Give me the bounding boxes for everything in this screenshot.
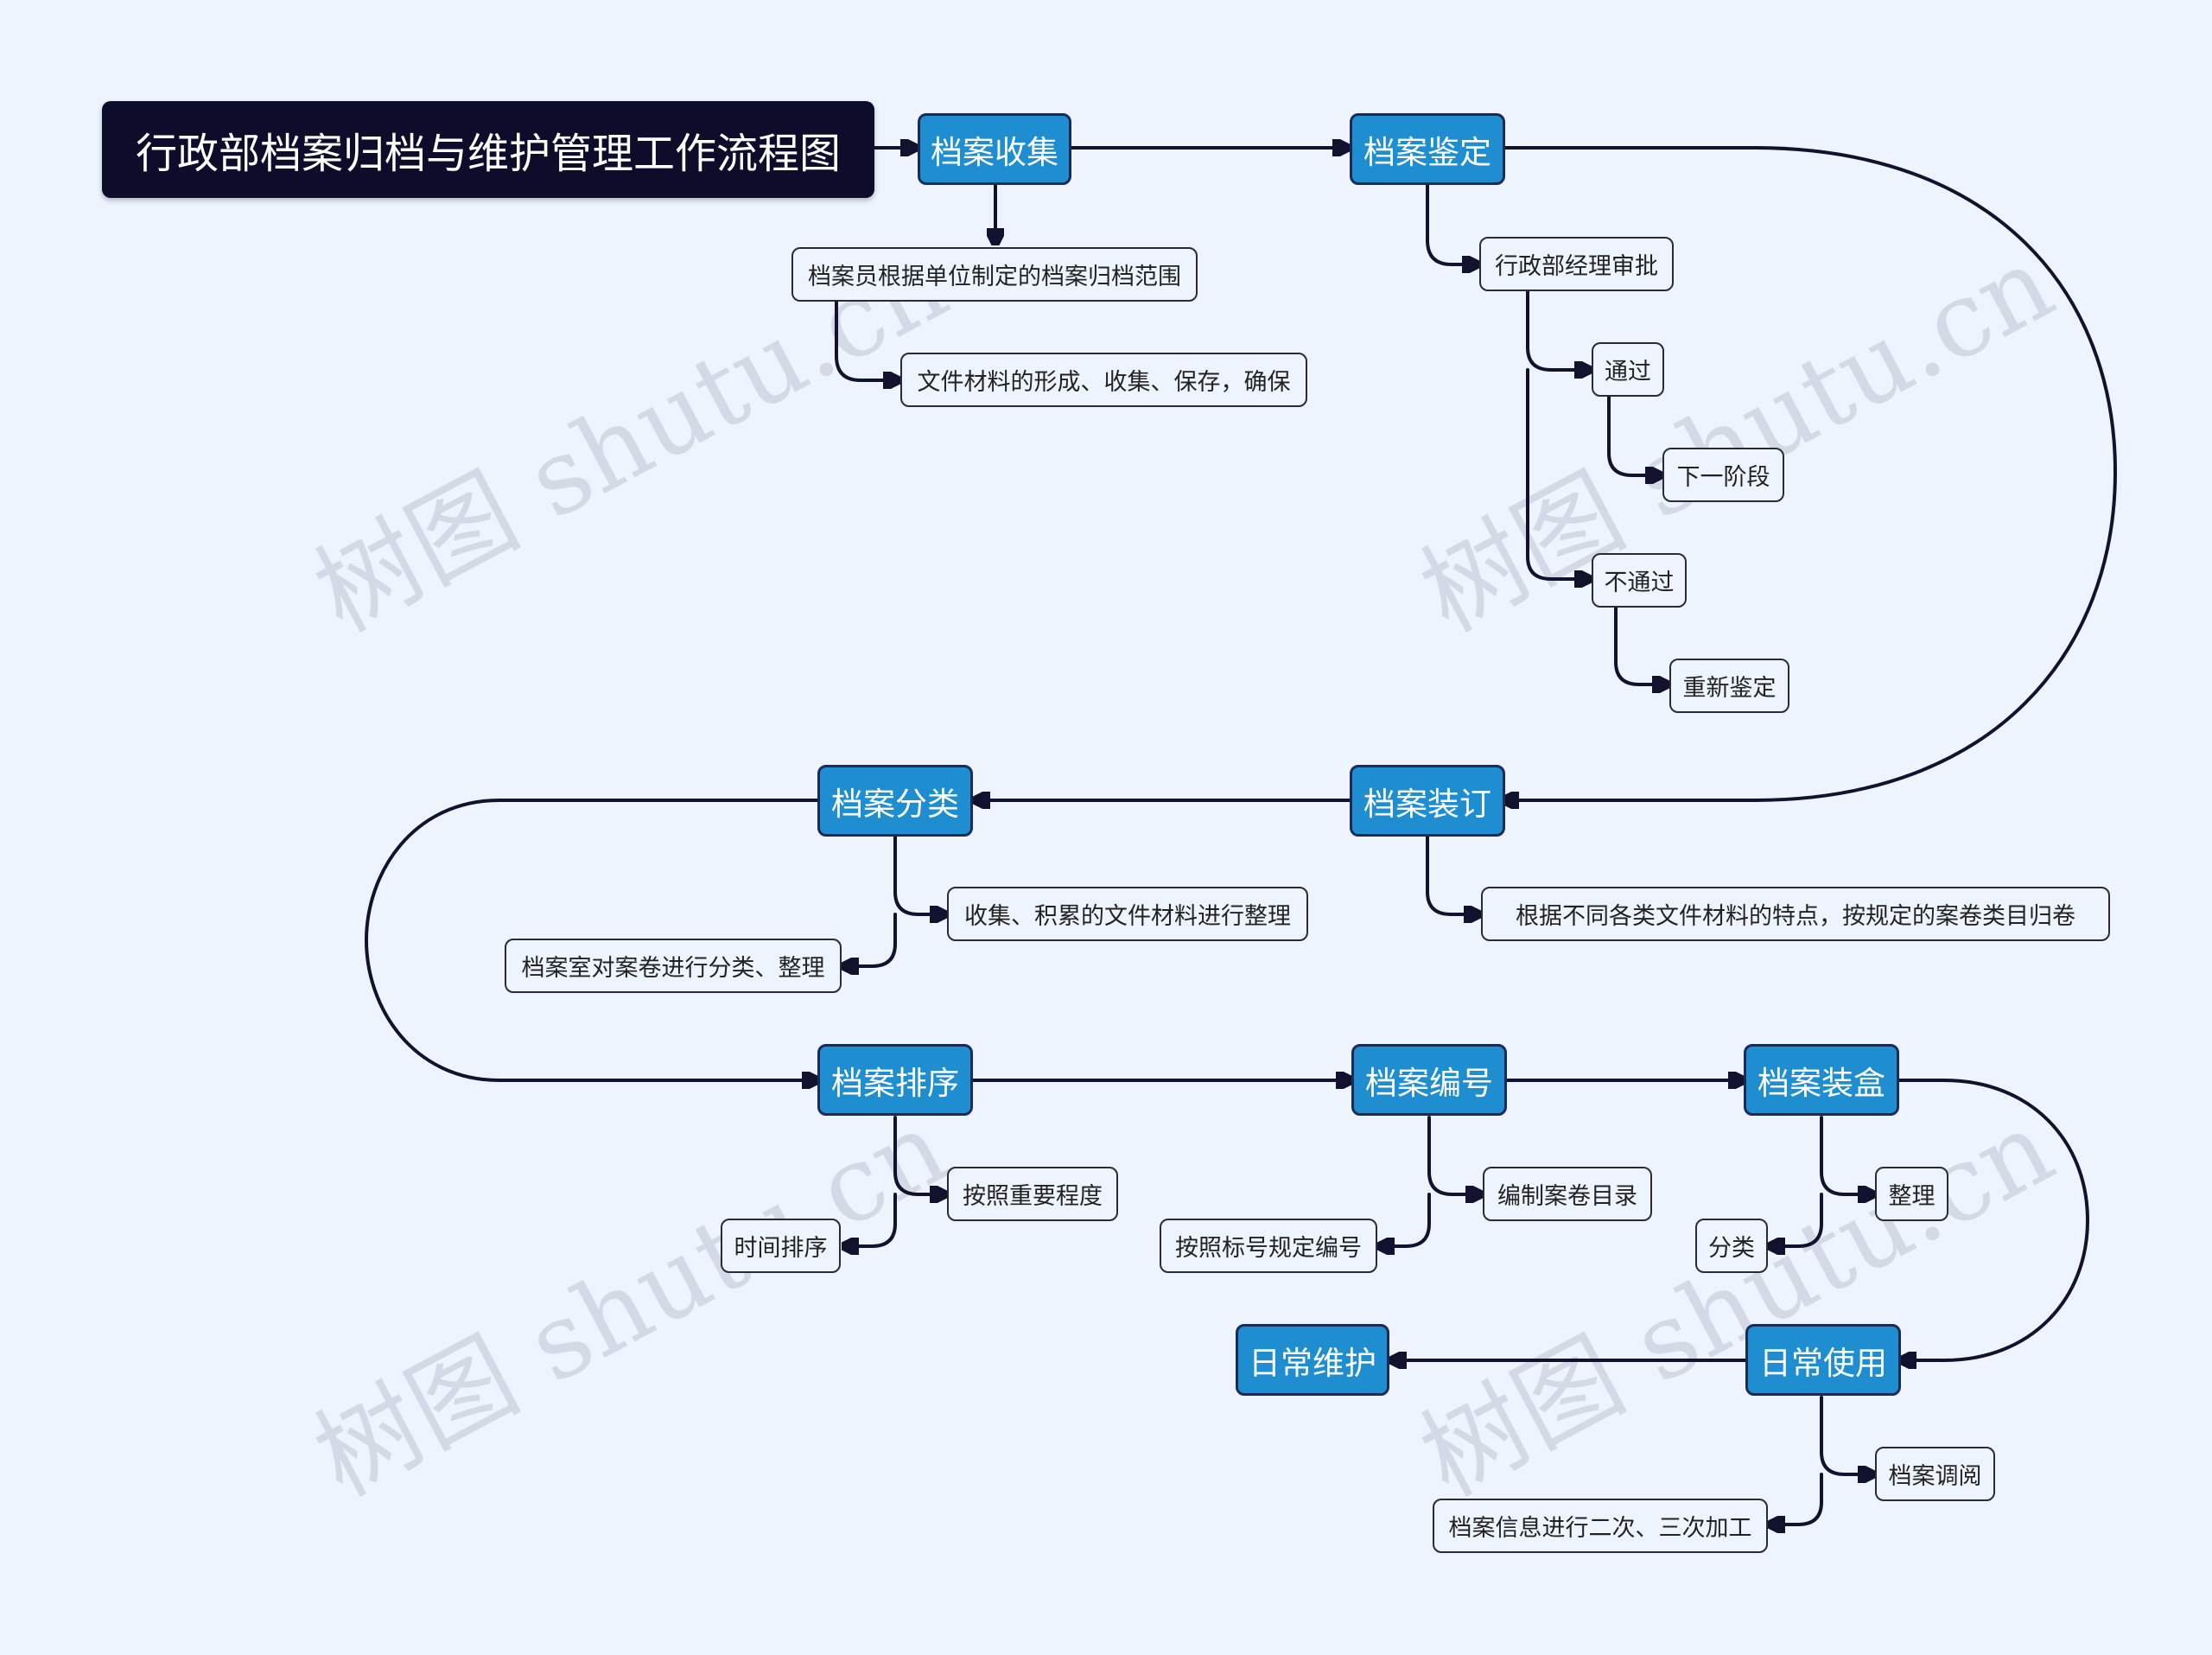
- collect-detail-scope: 档案员根据单位制定的档案归档范围: [791, 247, 1198, 302]
- use-access: 档案调阅: [1875, 1447, 1995, 1501]
- stage-bind[interactable]: 档案装订: [1350, 765, 1505, 837]
- edge-use-child2: [1768, 1473, 1823, 1525]
- appraise-reject: 不通过: [1592, 553, 1687, 608]
- edge-approve-reject: [1526, 368, 1592, 579]
- edge-appraise-approve: [1426, 183, 1479, 264]
- edge-classify-child2: [842, 913, 897, 966]
- edge-box-child1: [1820, 1116, 1875, 1194]
- edge-box-use-loop: [1897, 1079, 2090, 1360]
- appraise-reappraise: 重新鉴定: [1669, 659, 1789, 713]
- edge-number-child2: [1377, 1193, 1431, 1246]
- edge-pass-next: [1607, 395, 1662, 475]
- sort-by-importance: 按照重要程度: [947, 1167, 1118, 1221]
- stage-daily-maintain[interactable]: 日常维护: [1236, 1324, 1389, 1396]
- edge-use-child1: [1820, 1396, 1875, 1474]
- edge-number-child1: [1427, 1116, 1483, 1194]
- page-title: 行政部档案归档与维护管理工作流程图: [102, 101, 874, 198]
- appraise-next-stage: 下一阶段: [1662, 448, 1784, 502]
- edge-sort-child2: [842, 1193, 897, 1246]
- edge-bind-child: [1426, 836, 1481, 914]
- sort-by-time: 时间排序: [721, 1219, 841, 1273]
- appraise-pass: 通过: [1592, 342, 1664, 397]
- stage-classify[interactable]: 档案分类: [817, 765, 973, 837]
- stage-collect[interactable]: 档案收集: [918, 113, 1071, 185]
- box-classify: 分类: [1695, 1219, 1768, 1273]
- edge-classify-sort-loop: [364, 799, 819, 1080]
- collect-detail-materials: 文件材料的形成、收集、保存，确保: [900, 353, 1307, 407]
- edge-reject-reappraise: [1614, 605, 1669, 684]
- number-by-rule: 按照标号规定编号: [1160, 1219, 1377, 1273]
- classify-detail-organize: 收集、积累的文件材料进行整理: [947, 887, 1308, 941]
- edge-approve-pass: [1526, 290, 1592, 370]
- edge-appraise-bind-loop: [1502, 146, 2118, 800]
- stage-number[interactable]: 档案编号: [1351, 1044, 1507, 1116]
- edge-box-child2: [1768, 1193, 1823, 1246]
- stage-sort[interactable]: 档案排序: [817, 1044, 973, 1116]
- classify-detail-archive-room: 档案室对案卷进行分类、整理: [505, 939, 842, 993]
- use-reprocess: 档案信息进行二次、三次加工: [1433, 1499, 1768, 1553]
- edge-collect-child2: [835, 300, 900, 380]
- number-catalog: 编制案卷目录: [1483, 1167, 1652, 1221]
- stage-box[interactable]: 档案装盒: [1744, 1044, 1899, 1116]
- stage-appraise[interactable]: 档案鉴定: [1350, 113, 1505, 185]
- stage-daily-use[interactable]: 日常使用: [1745, 1324, 1901, 1396]
- bind-detail: 根据不同各类文件材料的特点，按规定的案卷类目归卷: [1481, 887, 2110, 941]
- edge-classify-child1: [893, 836, 947, 914]
- edge-sort-child1: [893, 1116, 947, 1194]
- appraise-manager-approval: 行政部经理审批: [1479, 237, 1674, 291]
- box-organize: 整理: [1875, 1167, 1948, 1221]
